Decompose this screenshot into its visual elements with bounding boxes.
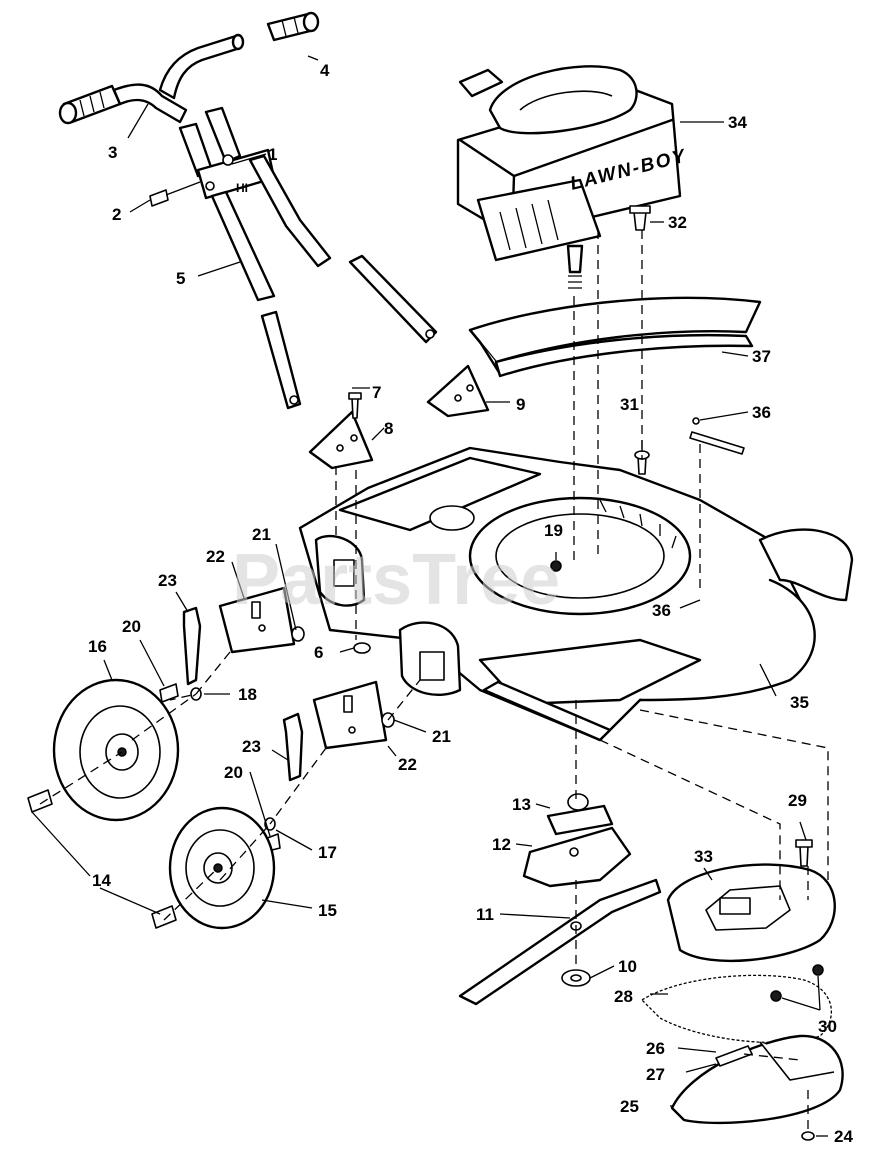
- handle-bolt: [149, 181, 201, 207]
- callout-18: 18: [238, 685, 257, 704]
- blade-washer: [561, 969, 591, 987]
- callout-35: 35: [790, 693, 809, 712]
- callout-33: 33: [694, 847, 713, 866]
- blade: [458, 878, 662, 1006]
- callout-12: 12: [492, 835, 511, 854]
- engine: LAWN-BOY: [456, 65, 689, 289]
- callout-21-top: 21: [252, 525, 271, 544]
- bracket-screw: [348, 392, 362, 419]
- wheel-front: [168, 806, 276, 930]
- callout-28: 28: [614, 987, 633, 1006]
- callout-13: 13: [512, 795, 531, 814]
- callout-30: 30: [818, 1017, 837, 1036]
- discharge-chute: [670, 1034, 844, 1125]
- callout-32: 32: [668, 213, 687, 232]
- callout-17: 17: [318, 843, 337, 862]
- callout-36-bottom: 36: [652, 601, 671, 620]
- callout-8: 8: [384, 419, 393, 438]
- callout-24: 24: [834, 1127, 853, 1146]
- deck-nut: [353, 642, 371, 654]
- callout-4: 4: [320, 61, 330, 80]
- callout-7: 7: [372, 383, 381, 402]
- cover-screw: [795, 839, 813, 867]
- handle-grip-right: [266, 11, 320, 42]
- callout-20-bottom: 20: [224, 763, 243, 782]
- callout-2: 2: [112, 205, 121, 224]
- handle-grip-left: [58, 84, 122, 125]
- handle-upper-bar: [112, 33, 245, 124]
- callout-31: 31: [620, 395, 639, 414]
- spacer-upper: [291, 626, 305, 642]
- handle-lower-assembly: HI: [178, 106, 438, 410]
- callout-6: 6: [314, 643, 323, 662]
- engine-bolt: [629, 205, 651, 231]
- callout-27: 27: [646, 1065, 665, 1084]
- chute-nut: [801, 1131, 815, 1141]
- callout-11: 11: [476, 905, 494, 924]
- baffle-shield: [468, 296, 762, 378]
- bracket-left: [308, 410, 374, 470]
- wheel-bolt-rear: [27, 789, 53, 813]
- wheel-rear: [52, 678, 180, 822]
- callout-22-top: 22: [206, 547, 225, 566]
- blade-support: [522, 826, 632, 888]
- callout-26: 26: [646, 1039, 665, 1058]
- callout-36-top: 36: [752, 403, 771, 422]
- deck-screw: [634, 450, 650, 475]
- adjust-bolt-upper: [159, 683, 179, 703]
- callout-10: 10: [618, 957, 637, 976]
- callout-22-bottom: 22: [398, 755, 417, 774]
- callout-37: 37: [752, 347, 771, 366]
- bracket-right: [426, 364, 490, 418]
- callout-23-bottom: 23: [242, 737, 261, 756]
- callout-9: 9: [516, 395, 525, 414]
- deck-pin: [689, 417, 745, 455]
- wheel-bolt-front: [151, 905, 177, 929]
- callout-14: 14: [92, 871, 111, 890]
- callout-15: 15: [318, 901, 337, 920]
- callout-20-top: 20: [122, 617, 141, 636]
- gasket: [640, 974, 833, 1044]
- callout-25: 25: [620, 1097, 639, 1116]
- callout-5: 5: [176, 269, 185, 288]
- callout-23-top: 23: [158, 571, 177, 590]
- mower-deck: [298, 446, 854, 742]
- watermark: PartsTree: [232, 540, 560, 620]
- callout-3: 3: [108, 143, 117, 162]
- discharge-cover: [666, 863, 836, 963]
- callout-29: 29: [788, 791, 807, 810]
- blade-adapter: [546, 793, 614, 836]
- callout-19: 19: [544, 521, 563, 540]
- chute-pin: [715, 1045, 753, 1067]
- cover-nuts: [770, 964, 824, 1002]
- height-plate-upper: [218, 586, 296, 654]
- height-plate-lower: [312, 680, 388, 750]
- handle-hi-label: HI: [236, 181, 248, 195]
- callout-34: 34: [728, 113, 747, 132]
- callout-1: 1: [268, 145, 277, 164]
- adjust-lever-upper: [182, 606, 202, 686]
- adjust-lever-lower: [282, 712, 304, 782]
- callout-21-bottom: 21: [432, 727, 451, 746]
- callout-16: 16: [88, 637, 107, 656]
